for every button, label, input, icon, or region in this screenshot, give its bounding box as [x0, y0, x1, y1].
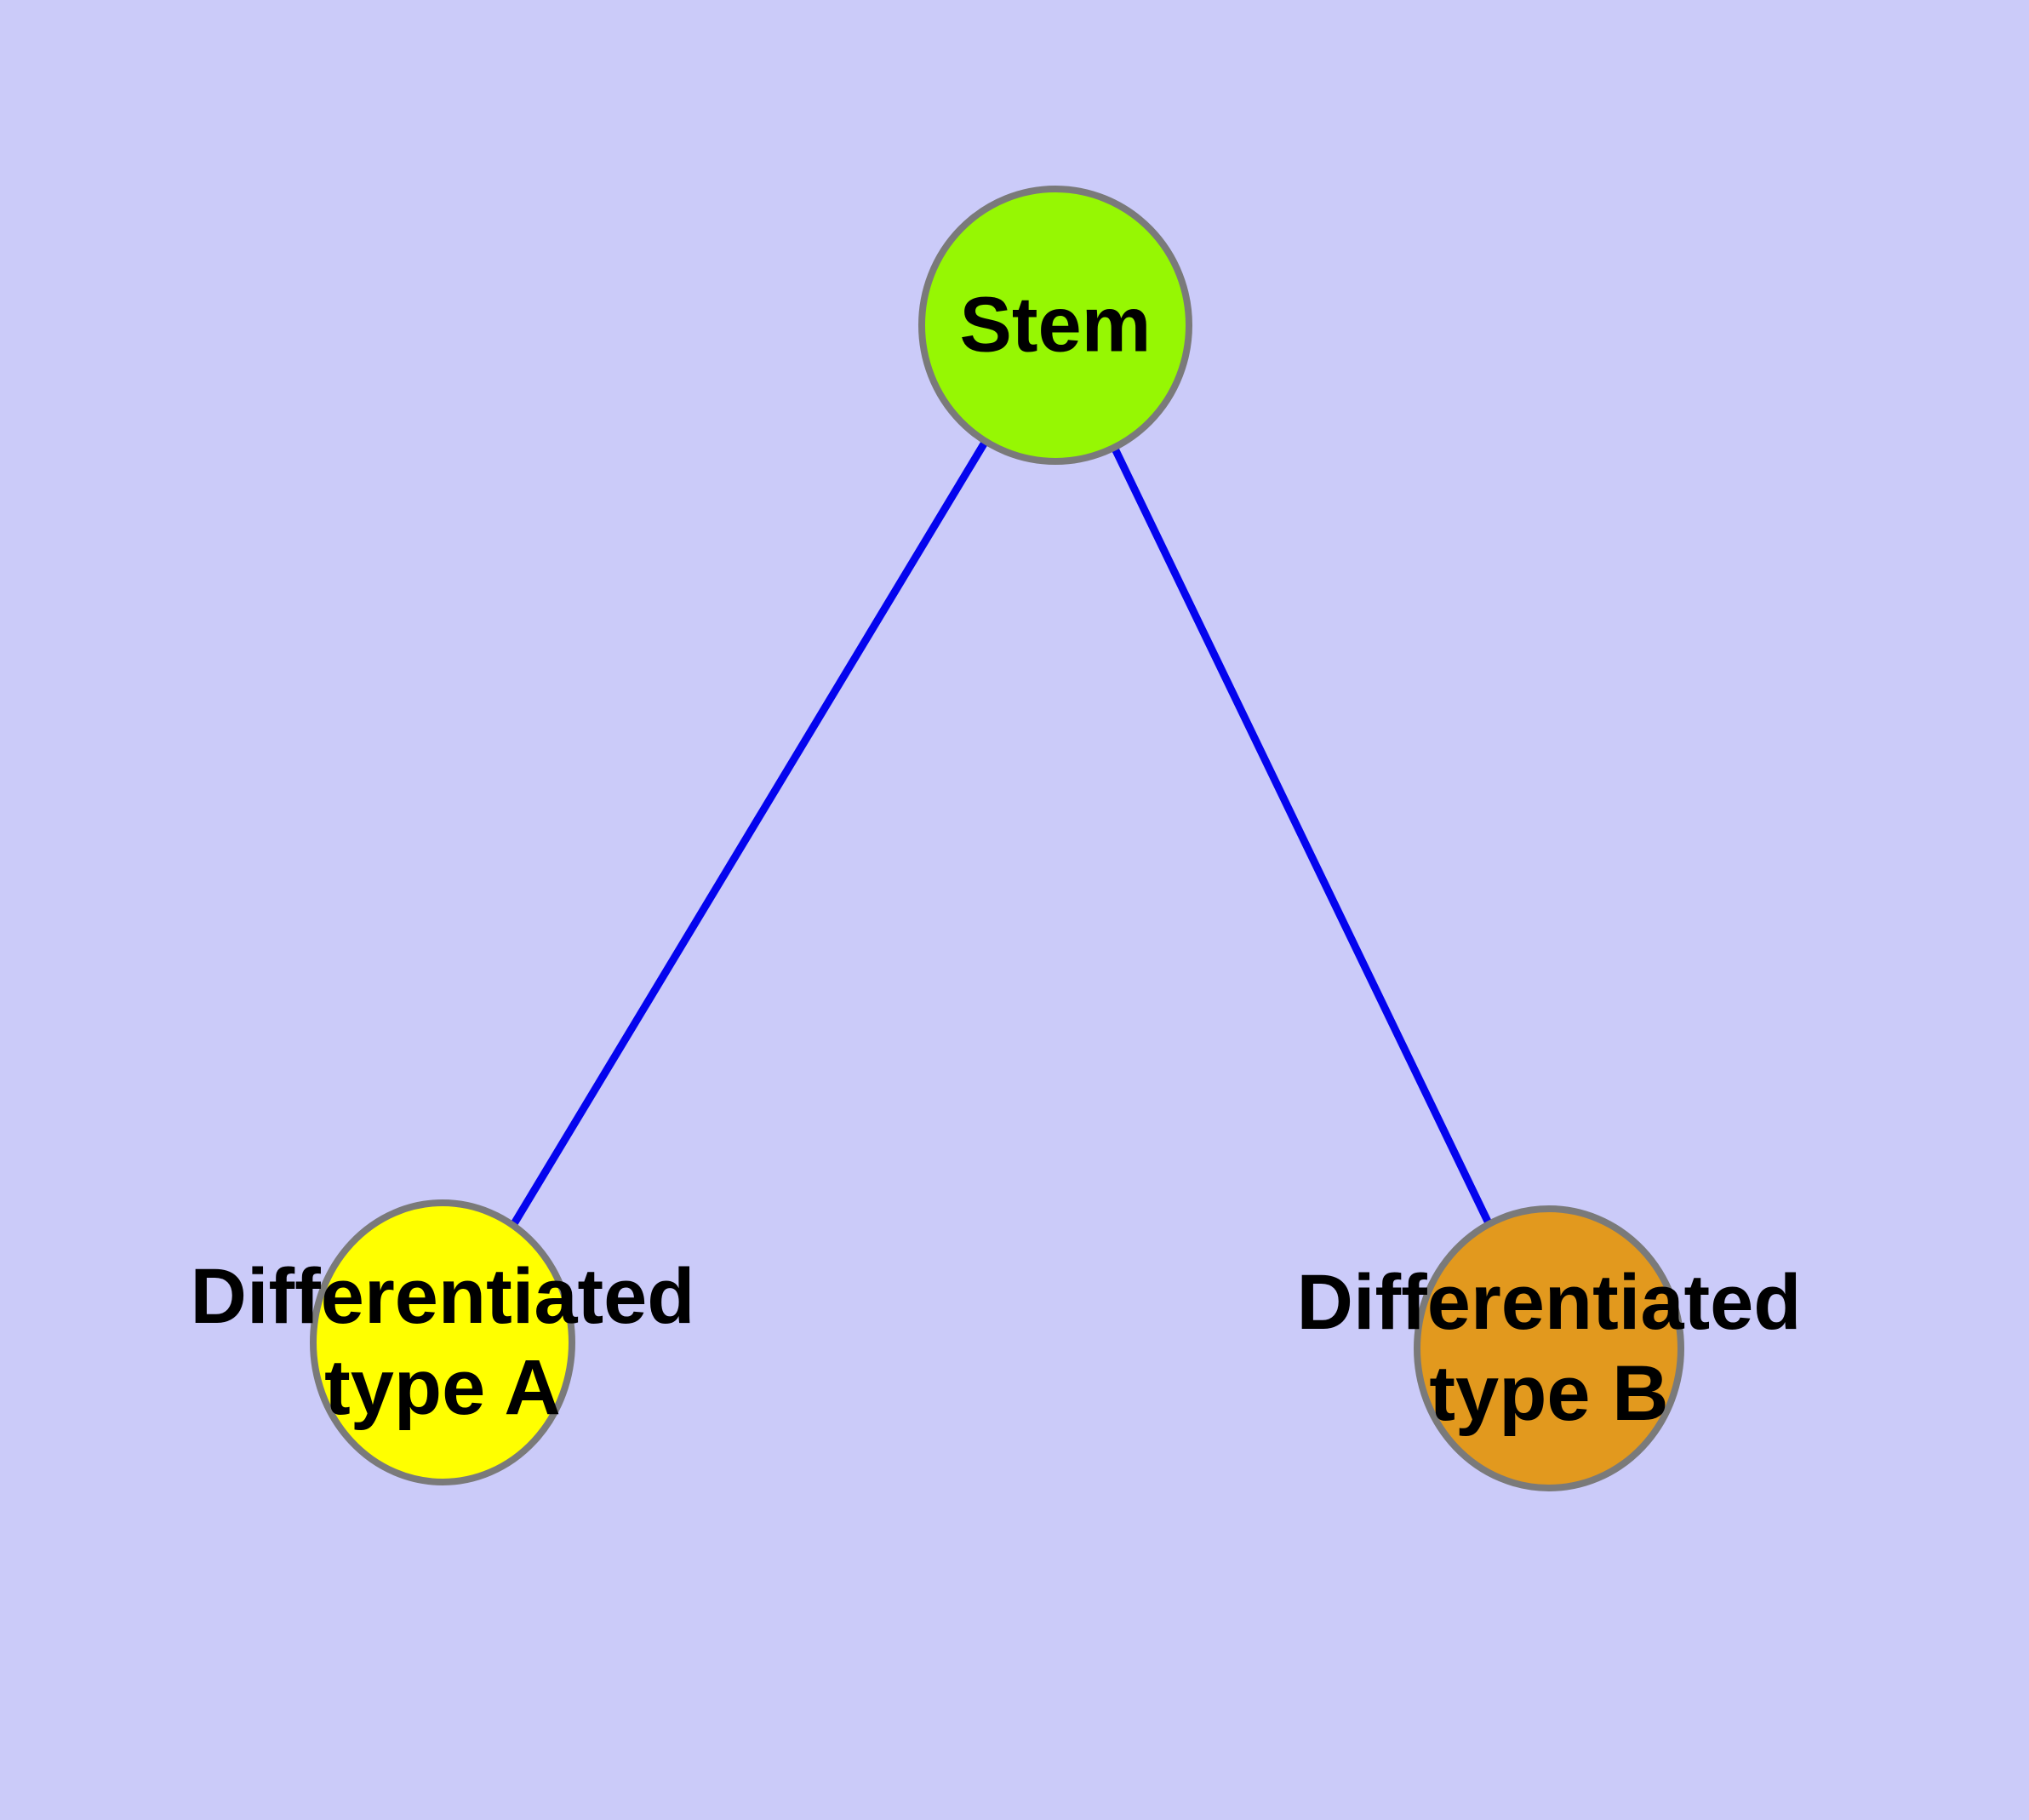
stem-node-label: Stem: [960, 280, 1152, 371]
type-a-node-circle: [310, 1199, 575, 1485]
type-b-node-circle: [1414, 1205, 1684, 1491]
type-b-node-label-line2: type B: [1429, 1350, 1669, 1437]
edge-line-stem-to-type-b: [1051, 323, 1553, 1350]
stem-node-label-text: Stem: [959, 281, 1152, 369]
type-b-node-label: Differentiated type B: [1297, 1257, 1802, 1439]
stem-node-circle: [918, 186, 1192, 465]
type-a-node-label-line1: Differentiated: [190, 1253, 695, 1340]
type-b-node-label-line1: Differentiated: [1296, 1259, 1802, 1346]
type-a-node-label-line2: type A: [324, 1344, 561, 1431]
type-a-node-label: Differentiated type A: [191, 1251, 695, 1434]
edge-line-stem-to-type-a: [439, 323, 1059, 1345]
